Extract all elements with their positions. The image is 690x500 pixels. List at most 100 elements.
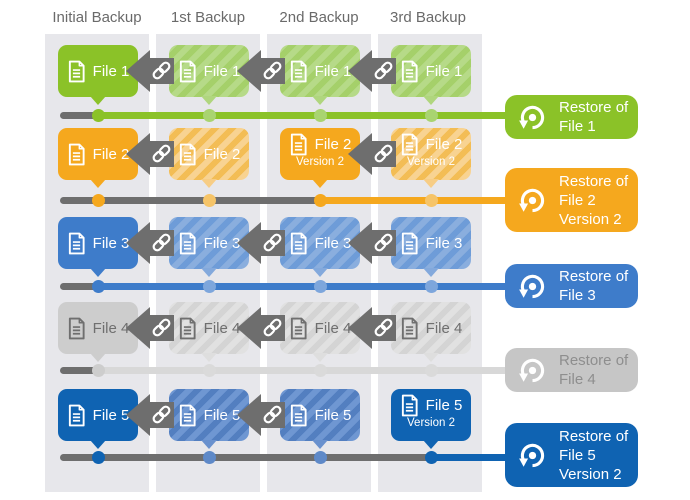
- file-icon: [289, 404, 308, 427]
- file-box: File 1: [58, 45, 138, 105]
- file-box: File 3: [391, 217, 471, 277]
- file-icon: [67, 317, 86, 340]
- timeline-segment: [60, 282, 98, 290]
- file-box: File 5: [280, 389, 360, 449]
- file-box-label: File 2: [425, 136, 463, 153]
- timeline-dot: [424, 450, 438, 464]
- timeline-dot: [424, 279, 438, 293]
- file-icon: [289, 60, 308, 83]
- restore-label: Restore of File 2 Version 2: [559, 172, 629, 228]
- timeline-segment: [98, 366, 515, 374]
- restore-icon: [516, 101, 549, 134]
- backup-link-arrow: [124, 132, 174, 176]
- file-box-label: File 4: [92, 319, 130, 337]
- file-box-label: File 3: [314, 234, 352, 252]
- file-box-label: File 3: [92, 234, 130, 252]
- timeline-segment: [60, 366, 98, 374]
- timeline-dot: [91, 279, 105, 293]
- box-pointer: [423, 353, 439, 362]
- restore-icon: [516, 354, 549, 387]
- box-pointer: [201, 268, 217, 277]
- file-icon: [178, 404, 197, 427]
- backup-link-arrow: [346, 306, 396, 350]
- box-pointer: [423, 440, 439, 449]
- restore-callout: Restore of File 1: [505, 95, 638, 139]
- timeline-dot: [424, 108, 438, 122]
- timeline-dot: [202, 193, 216, 207]
- file-icon: [67, 232, 86, 255]
- restore-callout: Restore of File 2 Version 2: [505, 168, 638, 232]
- backup-link-arrow: [124, 393, 174, 437]
- restore-icon: [516, 184, 549, 217]
- timeline-dot: [424, 193, 438, 207]
- timeline-dot: [91, 193, 105, 207]
- file-icon: [178, 60, 197, 83]
- box-pointer: [90, 268, 106, 277]
- backup-link-arrow: [124, 221, 174, 265]
- file-box-label: File 4: [425, 319, 463, 337]
- file-box-label: File 5: [203, 406, 241, 424]
- box-pointer: [312, 96, 328, 105]
- file-box-label: File 1: [425, 62, 463, 80]
- file-icon: [67, 143, 86, 166]
- restore-callout: Restore of File 3: [505, 264, 638, 308]
- restore-icon: [516, 439, 549, 472]
- timeline-dot: [313, 363, 327, 377]
- box-pointer: [312, 353, 328, 362]
- timeline-segment: [60, 111, 98, 119]
- file-box: File 4: [280, 302, 360, 362]
- file-box: File 4: [391, 302, 471, 362]
- file-icon: [400, 394, 419, 417]
- file-icon: [289, 317, 308, 340]
- file-icon: [178, 232, 197, 255]
- file-box: File 5: [169, 389, 249, 449]
- file-box: File 3: [280, 217, 360, 277]
- file-icon: [400, 232, 419, 255]
- backup-link-arrow: [346, 221, 396, 265]
- backup-link-arrow: [124, 49, 174, 93]
- backup-link-arrow: [124, 306, 174, 350]
- column-header-1st-backup: 1st Backup: [170, 9, 246, 26]
- file-icon: [400, 60, 419, 83]
- file-box-label: File 2: [203, 145, 241, 163]
- file-box-label: File 5: [314, 406, 352, 424]
- box-pointer: [201, 353, 217, 362]
- backup-link-arrow: [235, 49, 285, 93]
- timeline-dot: [313, 108, 327, 122]
- box-pointer: [90, 96, 106, 105]
- file-box: File 4: [169, 302, 249, 362]
- file-box: File 2: [169, 128, 249, 188]
- timeline-segment: [320, 196, 515, 204]
- file-icon: [178, 317, 197, 340]
- box-pointer: [312, 268, 328, 277]
- column-header-3rd-backup: 3rd Backup: [390, 9, 466, 26]
- file-box-label: File 4: [314, 319, 352, 337]
- file-box-label: File 4: [203, 319, 241, 337]
- file-box-label: File 1: [203, 62, 241, 80]
- file-box-label: File 5: [425, 397, 463, 414]
- column-header-2nd-backup: 2nd Backup: [279, 9, 359, 26]
- file-box-label: File 2: [314, 136, 352, 153]
- box-pointer: [312, 179, 328, 188]
- file-version-label: Version 2: [296, 156, 344, 168]
- box-pointer: [312, 440, 328, 449]
- box-pointer: [423, 96, 439, 105]
- timeline-segment: [60, 453, 431, 461]
- timeline-dot: [202, 363, 216, 377]
- box-pointer: [423, 268, 439, 277]
- box-pointer: [90, 353, 106, 362]
- timeline-dot: [202, 279, 216, 293]
- box-pointer: [90, 440, 106, 449]
- file-box-label: File 1: [92, 62, 130, 80]
- file-icon: [400, 317, 419, 340]
- box-pointer: [201, 440, 217, 449]
- backup-link-arrow: [346, 132, 396, 176]
- restore-label: Restore of File 3: [559, 268, 629, 304]
- column-header-initial-backup: Initial Backup: [52, 9, 142, 26]
- file-box-label: File 3: [425, 234, 463, 252]
- timeline-dot: [313, 450, 327, 464]
- timeline-segment: [431, 453, 515, 461]
- box-pointer: [90, 179, 106, 188]
- file-box-label: File 3: [203, 234, 241, 252]
